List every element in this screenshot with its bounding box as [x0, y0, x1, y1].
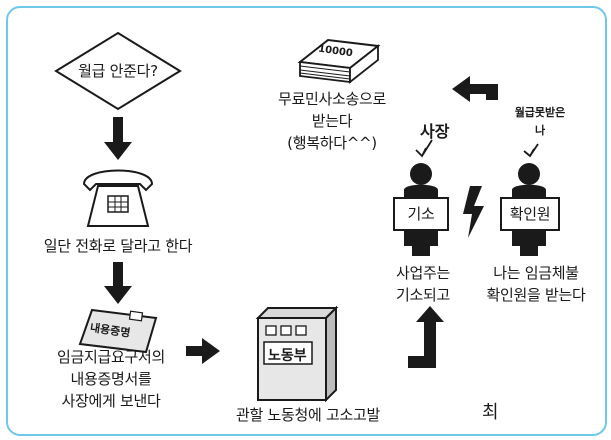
mail-step-line-2: 내용증명서를 — [70, 370, 152, 388]
owner-tag: 사장 — [420, 122, 450, 141]
owner-pointer-arrow — [415, 139, 433, 158]
lawsuit-step-line-1: 무료민사소송으로 — [277, 90, 386, 108]
lightning-icon — [463, 186, 484, 238]
worker-step-text: 나는 임금체불 확인원을 받는다 — [476, 262, 596, 306]
confirm-sign: 확인원 — [509, 205, 551, 223]
telephone-icon — [82, 169, 154, 227]
mail-step-line-3: 사장에게 보낸다 — [61, 392, 161, 410]
owner-step-line-1: 사업주는 — [395, 264, 450, 282]
certified-letter-icon — [78, 308, 158, 354]
worker-step-line-2: 확인원을 받는다 — [486, 286, 586, 304]
phone-step-text: 일단 전화로 달라고 한다 — [43, 237, 193, 255]
worker-figure — [500, 163, 560, 256]
lawsuit-step-text: 무료민사소송으로 받는다 (행복하다^^) — [262, 88, 402, 154]
arrow-right-1 — [186, 338, 220, 364]
owner-step-line-2: 기소되고 — [395, 286, 450, 304]
money-stack-icon — [297, 38, 381, 84]
arrow-up-curved — [408, 306, 444, 368]
lawsuit-step-line-3: (행복하다^^) — [287, 134, 377, 152]
worker-step-line-1: 나는 임금체불 — [493, 264, 579, 282]
labor-office-building — [255, 305, 339, 403]
arrow-down-2 — [104, 262, 132, 304]
lawsuit-step-line-2: 받는다 — [311, 112, 353, 130]
office-step-text: 관할 노동청에 고소고발 — [236, 406, 380, 424]
mail-step-text: 임금지급요구서의 내용증명서를 사장에게 보낸다 — [26, 346, 196, 412]
worker-tag: 월급못받은 나 — [514, 106, 566, 137]
mail-step-line-1: 임금지급요구서의 — [56, 348, 165, 366]
prosecute-sign: 기소 — [407, 205, 435, 223]
owner-figure — [393, 163, 449, 256]
arrow-down-1 — [104, 117, 132, 160]
artist-signature: 최 — [482, 402, 499, 423]
decision-diamond — [54, 31, 182, 111]
labor-office-sign: 노동부 — [268, 348, 307, 364]
decision-text: 월급 안준다? — [78, 62, 158, 80]
owner-step-text: 사업주는 기소되고 — [382, 262, 464, 306]
worker-pointer-arrow — [523, 143, 539, 158]
arrow-left-curved — [452, 76, 498, 102]
